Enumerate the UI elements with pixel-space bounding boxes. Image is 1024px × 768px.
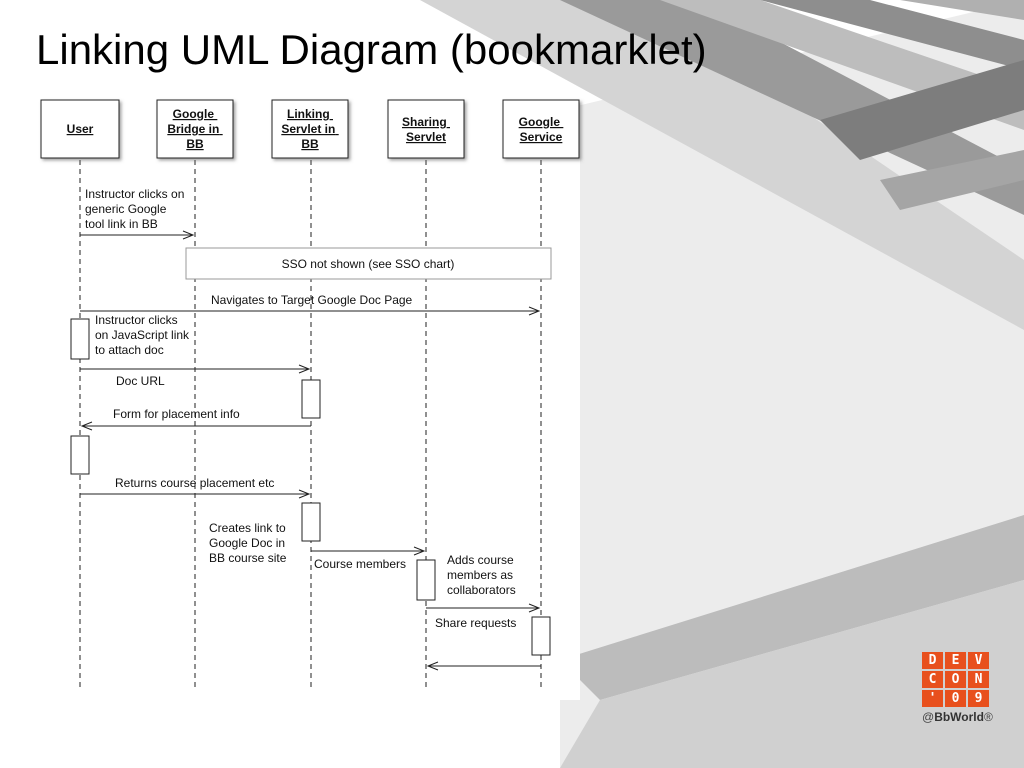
svg-text:Google Service: Google Service (519, 115, 564, 144)
background-stripe (900, 0, 1024, 20)
message-arrow: Returns course placement etc (80, 476, 311, 499)
lifeline-sharing-servlet: Sharing Servlet (387, 99, 465, 690)
activation-bar (301, 502, 321, 542)
diagram-canvas (0, 88, 580, 700)
lifeline-box (156, 99, 234, 159)
bbworld-prefix: @ (922, 710, 935, 724)
lifeline-box (271, 99, 349, 159)
message-label: collaborators (447, 583, 516, 597)
lifeline-label: Servlet (406, 130, 446, 144)
message-label: tool link in BB (85, 217, 158, 231)
logo-cell: D (922, 652, 943, 669)
lifeline-user: User (40, 99, 120, 690)
lifeline-box (387, 99, 465, 159)
message-label: to attach doc (95, 343, 164, 357)
background-stripe (820, 60, 1024, 160)
background-stripe (420, 0, 1024, 330)
logo-cell: O (945, 671, 966, 688)
lifeline-google-service: Google Service (502, 99, 580, 690)
sso-note-box (185, 247, 552, 280)
message-label: Navigates to Target Google Doc Page (211, 293, 413, 307)
lifeline-label: Google (519, 115, 561, 129)
svg-text:Sharing Servlet: Sharing Servlet (402, 115, 450, 144)
svg-text:Google Bridge in B: Google Bridge in BB (167, 107, 222, 151)
bbworld-brand: BbWorld (934, 710, 984, 724)
message-arrow: Instructor clicks on generic Google tool… (80, 187, 195, 240)
message-arrow: Form for placement info (80, 407, 311, 431)
devcon-logo: D E V C O N ' 0 9 @BbWorld® (922, 652, 993, 724)
message-label: Returns course placement etc (115, 476, 274, 490)
activation-bar (531, 616, 551, 656)
logo-cell: N (968, 671, 989, 688)
message-label: Form for placement info (113, 407, 240, 421)
message-arrow (426, 661, 541, 671)
message-label: Instructor clicks (95, 313, 178, 327)
activation-bar (301, 379, 321, 419)
lifeline-label: BB (186, 137, 204, 151)
lifeline-label: BB (301, 137, 319, 151)
message-label-group: Creates link to Google Doc in BB course … (209, 521, 289, 565)
bbworld-logo: @BbWorld® (922, 710, 993, 724)
lifeline-box (502, 99, 580, 159)
activation-bar (70, 435, 90, 475)
message-label: on JavaScript link (95, 328, 190, 342)
background-stripe (880, 150, 1024, 210)
message-label: Instructor clicks on (85, 187, 184, 201)
svg-text:Adds course members as: Adds course members as collaborators (447, 553, 517, 597)
lifeline-label: Service (520, 130, 563, 144)
message-label: generic Google (85, 202, 167, 216)
message-label: Adds course (447, 553, 514, 567)
message-arrow: Share requests (426, 603, 541, 630)
svg-text:Creates link to Google D: Creates link to Google Doc in BB course … (209, 521, 289, 565)
logo-cell: 0 (945, 690, 966, 707)
svg-text:User: User (67, 122, 94, 136)
svg-text:Instructor clicks on gen: Instructor clicks on generic Google tool… (85, 187, 188, 231)
devcon-logo-grid: D E V C O N ' 0 9 (922, 652, 992, 707)
lifeline-label: Bridge in (167, 122, 219, 136)
message-label: members as (447, 568, 513, 582)
message-label: Course members (314, 557, 406, 571)
message-arrow: Instructor clicks on JavaScript link to … (80, 313, 311, 374)
message-label: Google Doc in (209, 536, 285, 550)
lifeline-label: Google (173, 107, 215, 121)
lifeline-label: Servlet in (281, 122, 335, 136)
activation-bar (416, 559, 436, 601)
message-label: Creates link to (209, 521, 286, 535)
background-swoosh (560, 580, 1024, 768)
slide-title: Linking UML Diagram (bookmarklet) (36, 26, 707, 73)
svg-text:Instructor clicks on Jav: Instructor clicks on JavaScript link to … (95, 313, 192, 357)
message-label-group: Doc URL (116, 374, 165, 388)
background-swoosh (560, 515, 1024, 700)
sso-note: SSO not shown (see SSO chart) (185, 247, 552, 280)
logo-cell: E (945, 652, 966, 669)
lifeline-google-bridge: Google Bridge in BB (156, 99, 234, 690)
lifeline-label: Linking (287, 107, 330, 121)
message-arrow: Navigates to Target Google Doc Page (80, 293, 541, 316)
message-label-group: Adds course members as collaborators (447, 553, 517, 597)
background-stripe (760, 0, 1024, 70)
activation-bar (70, 318, 90, 360)
lifeline-label: User (67, 122, 94, 136)
svg-text:Linking Servlet in: Linking Servlet in BB (281, 107, 338, 151)
lifeline-linking-servlet: Linking Servlet in BB (271, 99, 349, 690)
logo-cell: ' (922, 690, 943, 707)
lifeline-label: Sharing (402, 115, 447, 129)
message-label: Doc URL (116, 374, 165, 388)
bbworld-trademark: ® (983, 710, 993, 724)
message-label: Share requests (435, 616, 516, 630)
logo-cell: V (968, 652, 989, 669)
lifeline-box (40, 99, 120, 159)
logo-cell: 9 (968, 690, 989, 707)
sso-note-text: SSO not shown (see SSO chart) (282, 257, 455, 271)
message-label: BB course site (209, 551, 287, 565)
logo-cell: C (922, 671, 943, 688)
message-arrow: Course members (311, 546, 426, 571)
background-stripe (560, 0, 1024, 215)
